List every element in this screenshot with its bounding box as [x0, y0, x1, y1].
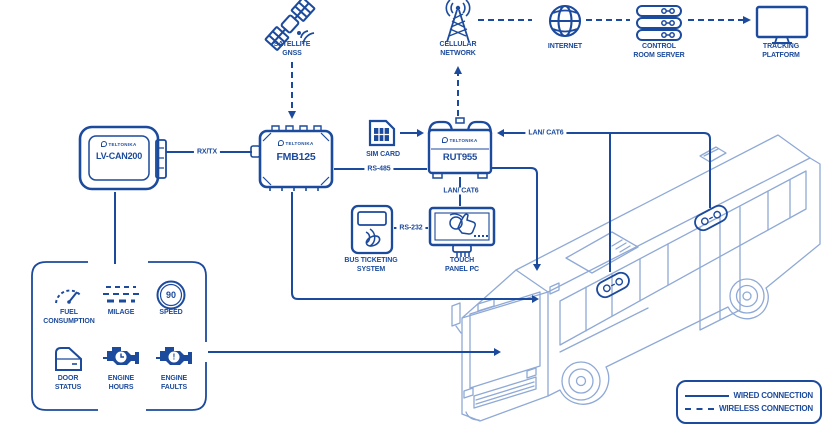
lan-cat6-panel-label: LAN/ CAT6 [440, 187, 482, 195]
engine-faults-mark: ! [172, 352, 176, 362]
rut955-model: RUT955 [442, 152, 478, 163]
wired-connection-label: WIRED CONNECTION [733, 391, 814, 400]
bus-rear-wheel [729, 278, 765, 314]
wire-rut955-bus [492, 167, 538, 264]
milage-label: MILAGE [107, 309, 135, 316]
speed-icon [156, 280, 186, 310]
touch-panel-pc-icon [428, 206, 496, 257]
legend-wired-row: WIRED CONNECTION [685, 391, 813, 400]
sim-card-icon [368, 119, 396, 147]
wired-line-sample [685, 394, 729, 397]
fuel-consumption-icon [55, 289, 82, 304]
speed-value: 90 [165, 290, 177, 300]
internet-label: INTERNET [547, 43, 583, 50]
lv-can200-brand: TELTONIKA [84, 141, 154, 147]
wire-lan-cat6-bus [504, 132, 711, 208]
wiring [114, 16, 751, 356]
engine-hours-icon [103, 347, 139, 365]
bus-windshield [469, 291, 541, 389]
tracking-platform-icon [755, 5, 809, 44]
wireless-line-sample [685, 407, 715, 410]
rut955-device [427, 117, 493, 179]
lan-cat6-bus-label: LAN/ CAT6 [525, 129, 567, 137]
rut955-brand: TELTONIKA [432, 137, 488, 143]
bus-access-point-front [596, 271, 630, 299]
door-status-icon [55, 347, 82, 371]
sim-card-label: SIM CARD [366, 151, 400, 158]
milage-icon [103, 286, 139, 303]
rx-tx-label: RX/TX [193, 148, 221, 156]
bus-access-point-rear [694, 204, 728, 232]
bus-grille [473, 376, 537, 409]
cellular-network-icon [445, 0, 471, 43]
fmb125-device [250, 125, 334, 191]
control-room-server-icon [636, 5, 682, 41]
rs-232-label: RS-232 [396, 224, 426, 232]
legend-wireless-row: WIRELESS CONNECTION [685, 404, 813, 413]
telemetry-box [31, 261, 207, 411]
legend: WIRED CONNECTION WIRELESS CONNECTION [676, 380, 822, 424]
satellite-icon [264, 0, 316, 51]
bus-ticketing-icon [350, 204, 394, 255]
speed-label: SPEED [159, 309, 183, 316]
internet-icon [548, 4, 582, 38]
bus-front-wheel [561, 361, 601, 401]
fmb125-brand: TELTONIKA [266, 140, 326, 146]
fmb125-model: FMB125 [276, 151, 316, 163]
bus-door [699, 206, 741, 331]
bus-illustration [451, 134, 821, 422]
wireless-connection-label: WIRELESS CONNECTION [719, 404, 813, 413]
lv-can200-model: LV-CAN200 [95, 151, 143, 161]
rs-485-label: RS-485 [364, 165, 394, 173]
wire-fmb125-bus [291, 192, 532, 300]
engine-faults-icon [156, 347, 192, 365]
lv-can200-device [78, 125, 167, 191]
